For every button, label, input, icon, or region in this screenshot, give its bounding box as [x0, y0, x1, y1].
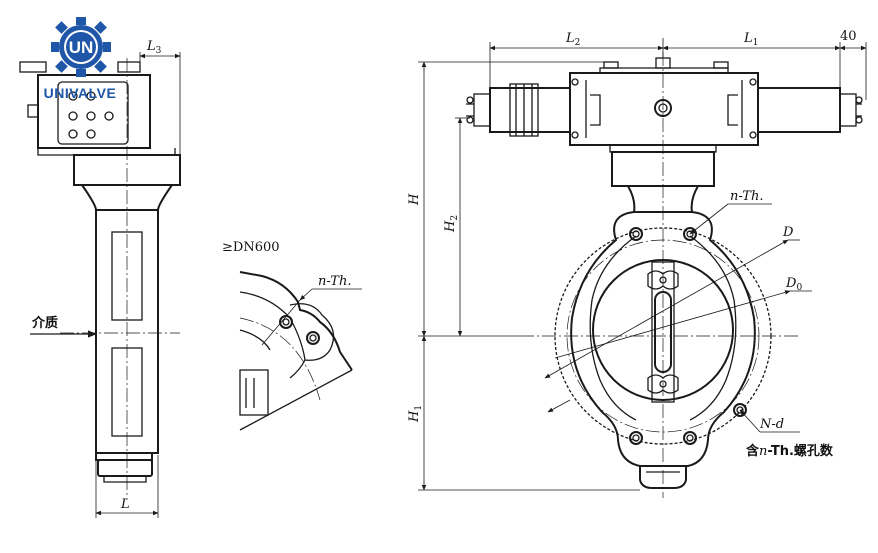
dia-d-label: D [782, 225, 794, 240]
holes-note: 含n-Th.螺孔数 [745, 443, 834, 459]
dim-l3-label: L3 [146, 39, 162, 56]
logo-monogram: UN [69, 38, 94, 57]
detail-size-label: ≥DN600 [222, 240, 280, 255]
dim-h1-label: H1 [407, 405, 424, 423]
dim-l-label: L [120, 497, 130, 512]
front-view: D D0 n-Th. N-d 含n-Th.螺孔数 L2 L1 40 [407, 29, 867, 498]
dim-h-label: H [407, 193, 422, 206]
dim-40-label: 40 [840, 29, 857, 44]
medium-label: 介质 [31, 315, 58, 331]
dim-l1-label: L1 [743, 31, 758, 48]
logo-name: UNIVALVE [44, 85, 117, 101]
front-thread-label: n-Th. [730, 189, 763, 204]
gear-icon [51, 17, 111, 77]
univalve-logo: UN UNIVALVE [44, 17, 117, 101]
side-view: 介质 L3 L [19, 39, 181, 518]
dim-l2-label: L2 [565, 31, 580, 48]
holes-label: N-d [759, 417, 784, 432]
detail-thread-label: n-Th. [318, 274, 351, 289]
dia-d0-label: D0 [785, 276, 802, 293]
detail-view: ≥DN600 n-Th. [222, 240, 362, 431]
dim-h2-label: H2 [443, 215, 460, 233]
indicator-bolts [68, 91, 114, 139]
